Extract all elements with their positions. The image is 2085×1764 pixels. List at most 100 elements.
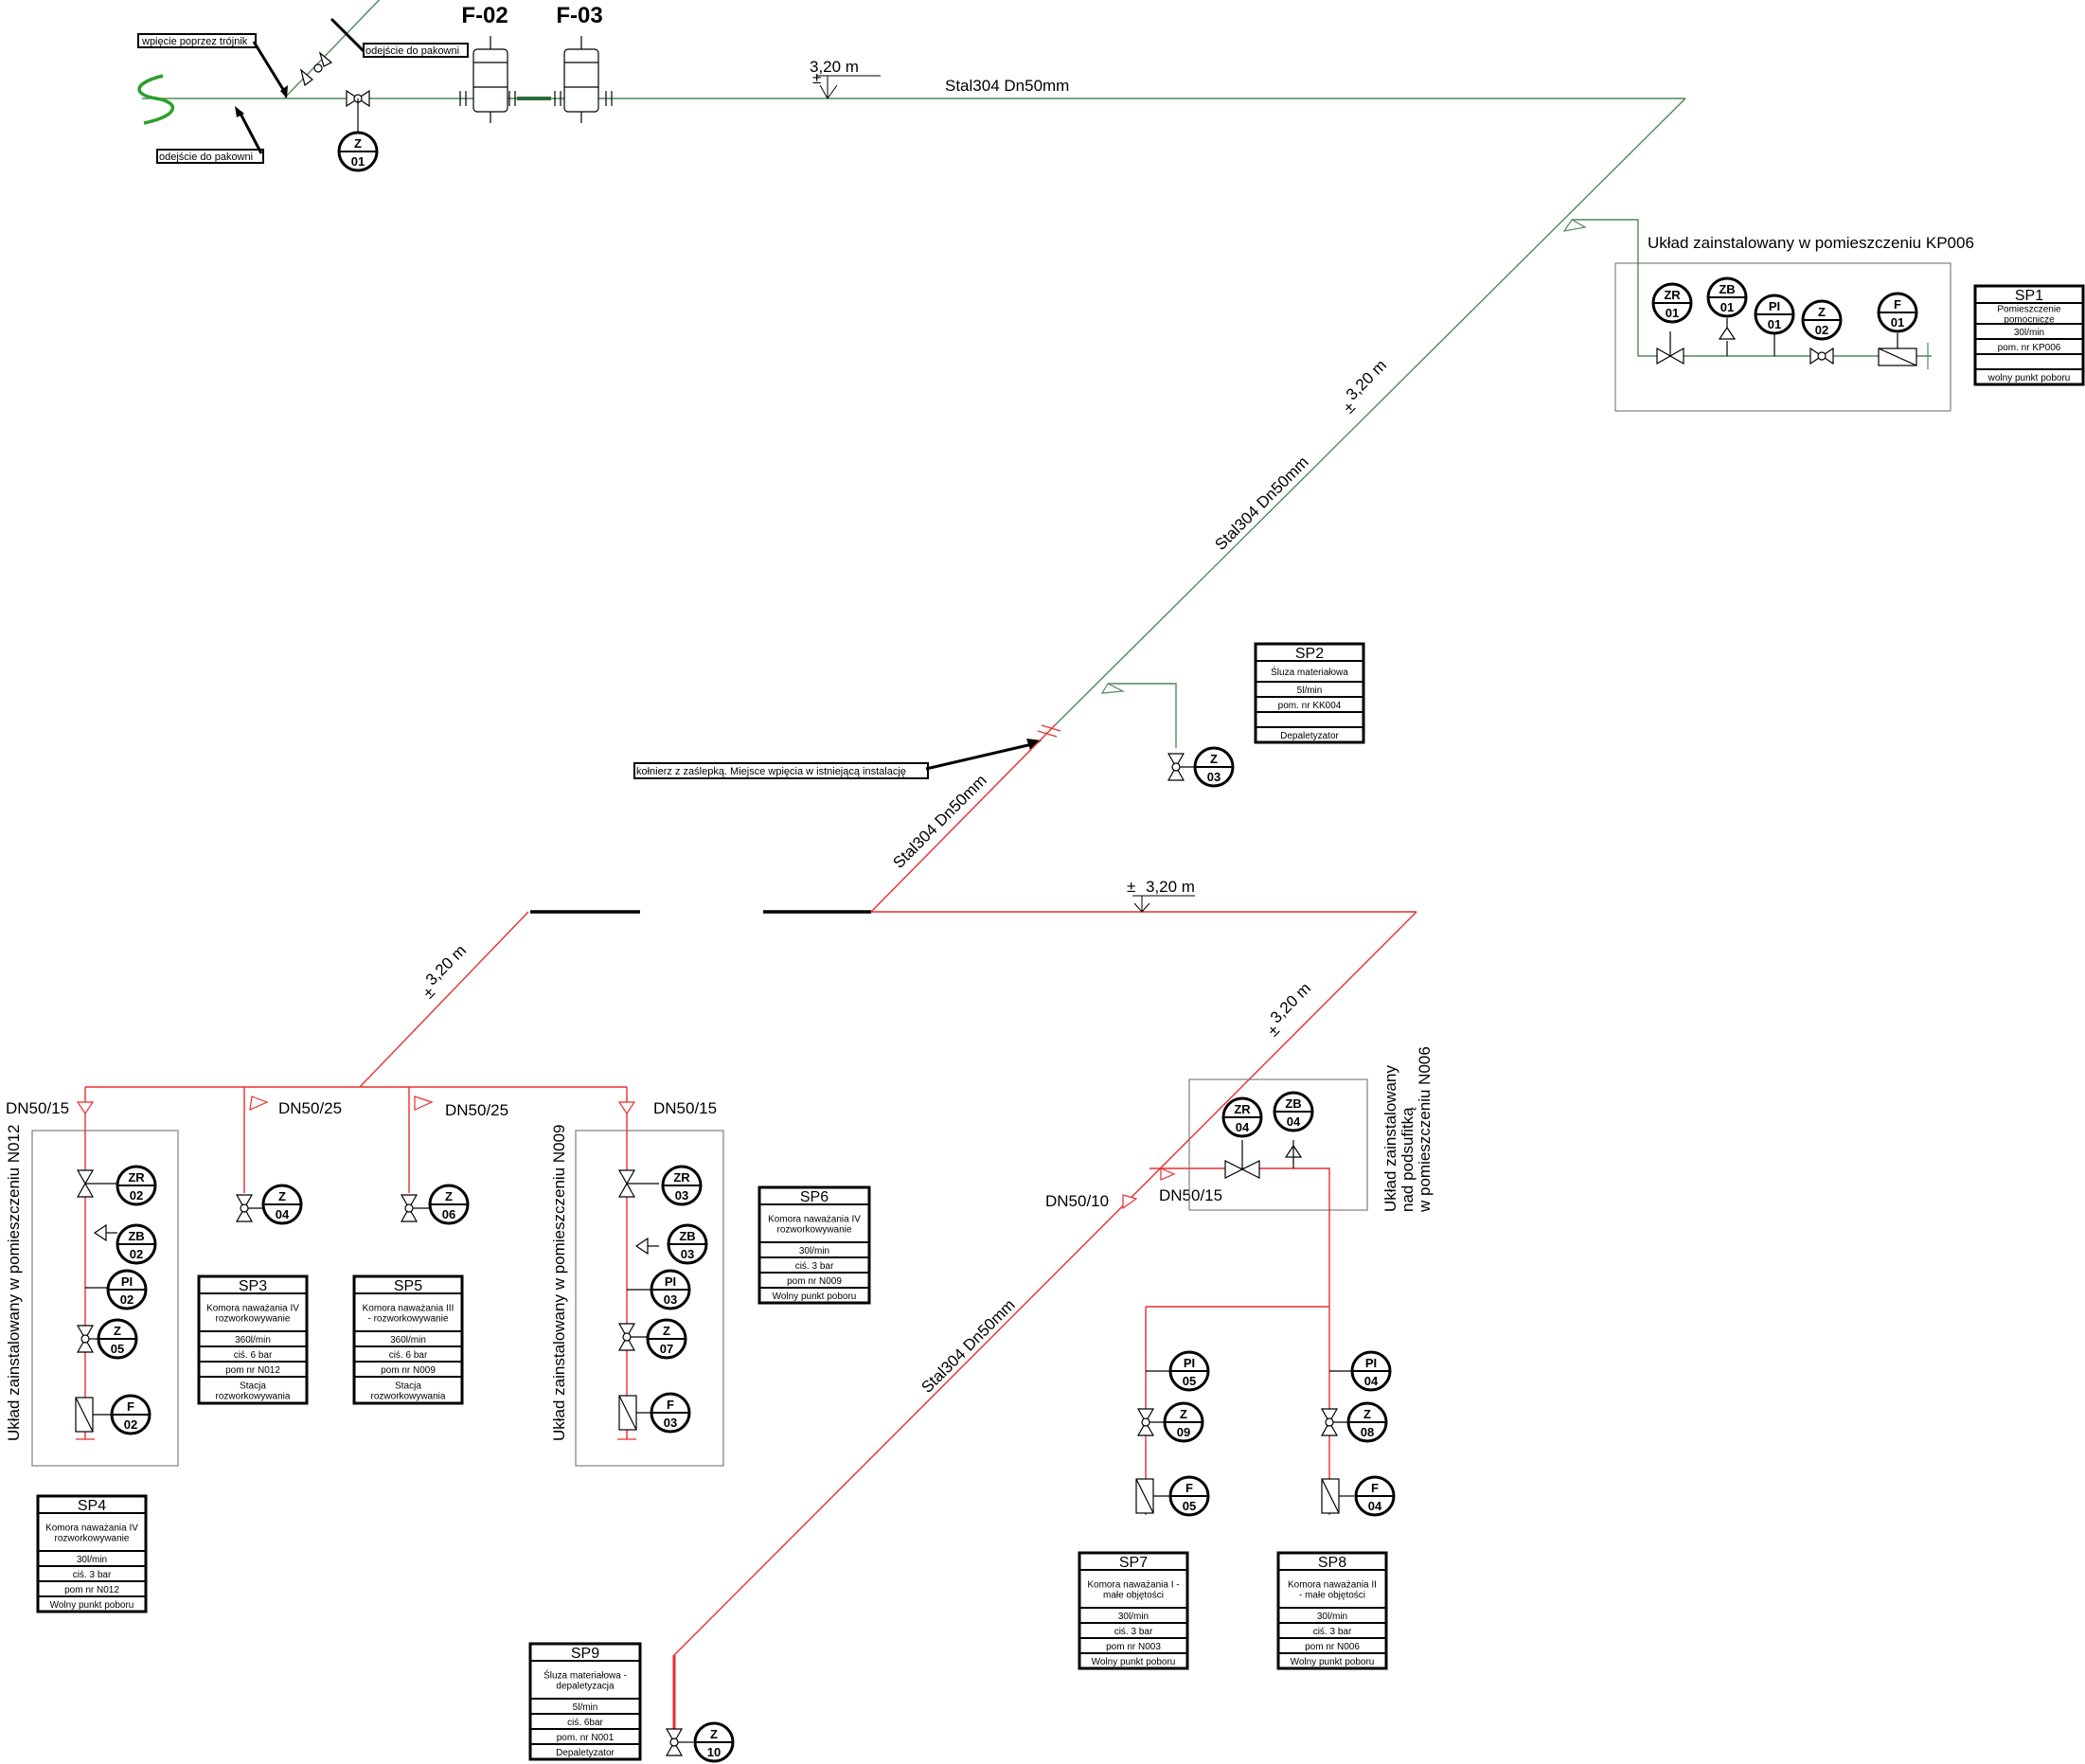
branch-label-n006: DN50/15 — [1159, 1186, 1222, 1204]
instrument-number: 05 — [1183, 1499, 1196, 1513]
point-row-text: Stacja — [395, 1381, 421, 1392]
point-row-text: Komora naważania III — [363, 1304, 454, 1314]
point-row-text: Wolny punkt poboru — [1092, 1657, 1176, 1667]
point-title: SP6 — [800, 1189, 829, 1205]
point-row-text: pom nr N009 — [381, 1365, 436, 1376]
svg-text:wpięcie poprzez trójnik: wpięcie poprzez trójnik — [141, 36, 248, 47]
instrument-z07[interactable]: Z07 — [646, 1318, 687, 1360]
point-row-text: Stacja — [240, 1381, 266, 1392]
point-title: SP8 — [1318, 1555, 1346, 1571]
valve-z06-actuator-icon — [404, 1203, 414, 1213]
instrument-type: ZB — [128, 1229, 144, 1243]
valve-z05-actuator-icon — [80, 1334, 90, 1344]
filter-f03-body-icon — [563, 48, 599, 113]
instrument-number: 04 — [1364, 1374, 1379, 1388]
point-row-text: ciś. 6 bar — [389, 1350, 428, 1361]
instrument-number: 01 — [1768, 317, 1781, 331]
instrument-type: PI — [1769, 299, 1780, 313]
callout-entry-tee: wpięcie poprzez trójnik — [137, 33, 288, 98]
point-title: SP9 — [571, 1646, 599, 1662]
filter-f03[interactable] — [554, 36, 613, 123]
svg-text:±: ± — [1127, 878, 1135, 896]
point-row-text: ciś. 3 bar — [1114, 1627, 1153, 1637]
branch-label-z06: DN50/25 — [445, 1101, 508, 1119]
flow-arrow-icon — [76, 1101, 95, 1115]
instrument-f01[interactable]: F01 — [1877, 292, 1918, 333]
room-label-kp006: Układ zainstalowany w pomieszczeniu KP00… — [1648, 234, 1974, 252]
instrument-number: 03 — [675, 1188, 688, 1203]
point-row-text: Wolny punkt poboru — [50, 1600, 134, 1611]
instrument-zb04[interactable]: ZB 04 — [1273, 1091, 1314, 1132]
point-row-text: Wolny punkt poboru — [773, 1292, 857, 1302]
valve-z04-actuator-icon — [240, 1203, 249, 1213]
filter-f02[interactable] — [459, 36, 516, 123]
point-row-text: ciś. 3 bar — [1313, 1627, 1352, 1637]
instrument-f05[interactable]: F05 — [1168, 1475, 1210, 1517]
point-row-text: ciś. 3 bar — [795, 1261, 834, 1272]
instrument-f03[interactable]: F03 — [650, 1392, 691, 1434]
point-title: SP3 — [239, 1278, 267, 1294]
instrument-number: 03 — [1207, 770, 1221, 784]
instrument-f02[interactable]: F02 — [110, 1394, 151, 1435]
instrument-number: 03 — [664, 1292, 677, 1307]
instrument-f04[interactable]: F04 — [1354, 1475, 1396, 1517]
inlet-hose-icon — [137, 74, 175, 125]
point-row-text: rozworkowywania — [371, 1392, 446, 1402]
instrument-number: 06 — [442, 1207, 455, 1221]
instrument-type: ZB — [679, 1229, 695, 1243]
instrument-type: ZR — [1234, 1102, 1251, 1116]
callout-outlet-top: odejście do pakowni — [330, 17, 469, 58]
instrument-z01[interactable]: Z01 — [337, 131, 379, 172]
point-row-text: Komora naważania II — [1288, 1580, 1377, 1591]
instrument-number: 04 — [276, 1207, 290, 1221]
instrument-z03[interactable]: Z03 — [1193, 746, 1235, 788]
elevation-right: 3,20 m ± — [1264, 979, 1314, 1040]
relief-valve-icon — [1718, 326, 1737, 340]
instrument-pi01[interactable]: PI 01 — [1754, 294, 1795, 335]
instrument-z08[interactable]: Z08 — [1346, 1401, 1388, 1443]
svg-text:3,20 m: 3,20 m — [422, 941, 470, 989]
pipe-label-main: Stal304 Dn50mm — [945, 77, 1069, 95]
point-row-text: Śluza materiałowa - — [544, 1669, 627, 1682]
svg-text:3,20 m: 3,20 m — [1267, 979, 1314, 1026]
point-row-text: pom. nr KK004 — [1278, 701, 1342, 711]
flow-arrow-icon — [1562, 219, 1587, 232]
instrument-z10[interactable]: Z10 — [693, 1721, 735, 1763]
valve-z10-actuator-icon — [669, 1737, 679, 1747]
instrument-number: 10 — [707, 1745, 721, 1759]
point-row-text: pom nr N003 — [1106, 1642, 1161, 1652]
instrument-z04[interactable]: Z04 — [261, 1184, 303, 1225]
instrument-type: ZB — [1285, 1096, 1301, 1111]
diagonal-pipe-mid — [870, 723, 1057, 913]
instrument-z09[interactable]: Z09 — [1163, 1401, 1204, 1443]
point-row-text: pom nr N009 — [787, 1276, 842, 1287]
instrument-number: 05 — [111, 1342, 124, 1356]
instrument-z02[interactable]: Z02 — [1801, 299, 1843, 341]
instrument-z06[interactable]: Z06 — [428, 1184, 470, 1225]
instrument-number: 04 — [1287, 1114, 1301, 1129]
instrument-type: Z — [663, 1324, 670, 1338]
instrument-z05[interactable]: Z05 — [97, 1318, 138, 1360]
point-row-text: ciś. 6bar — [567, 1718, 603, 1728]
